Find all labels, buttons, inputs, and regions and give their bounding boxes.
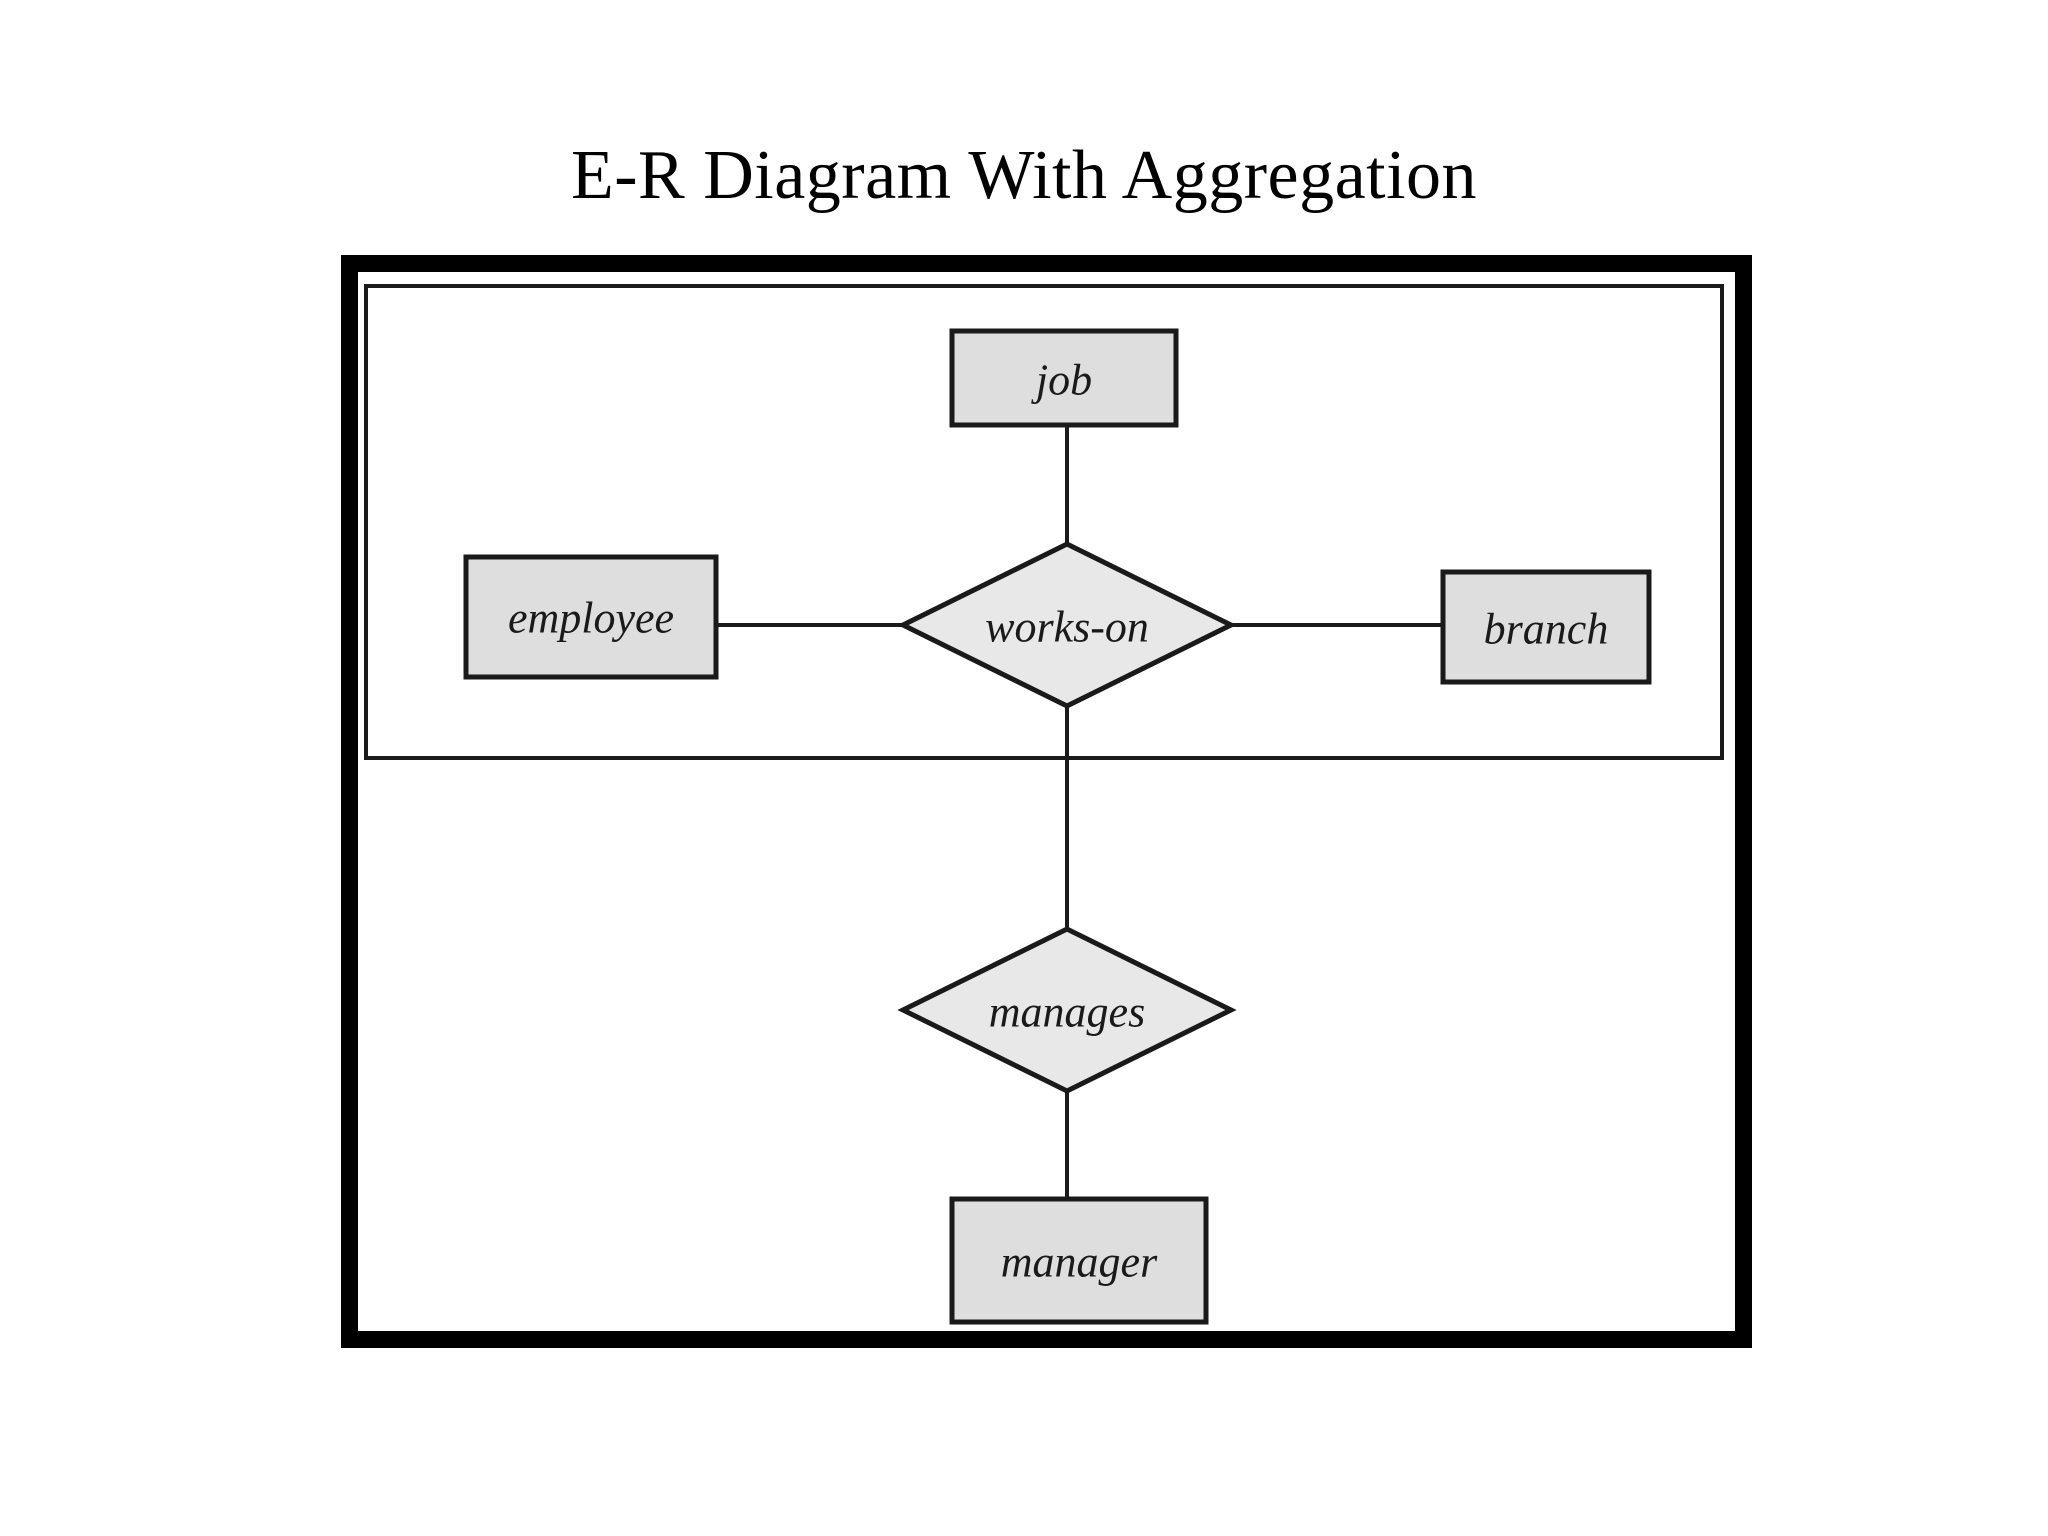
- entity-manager[interactable]: [949, 1196, 1209, 1325]
- entity-branch[interactable]: [1440, 569, 1652, 685]
- figure-outer-frame: [341, 255, 1752, 1348]
- relationship-manages[interactable]: [897, 926, 1237, 1094]
- relationship-works-on[interactable]: [897, 541, 1237, 709]
- entity-job[interactable]: [949, 328, 1179, 428]
- entity-employee[interactable]: [463, 554, 719, 680]
- page-title: E-R Diagram With Aggregation: [570, 136, 1478, 214]
